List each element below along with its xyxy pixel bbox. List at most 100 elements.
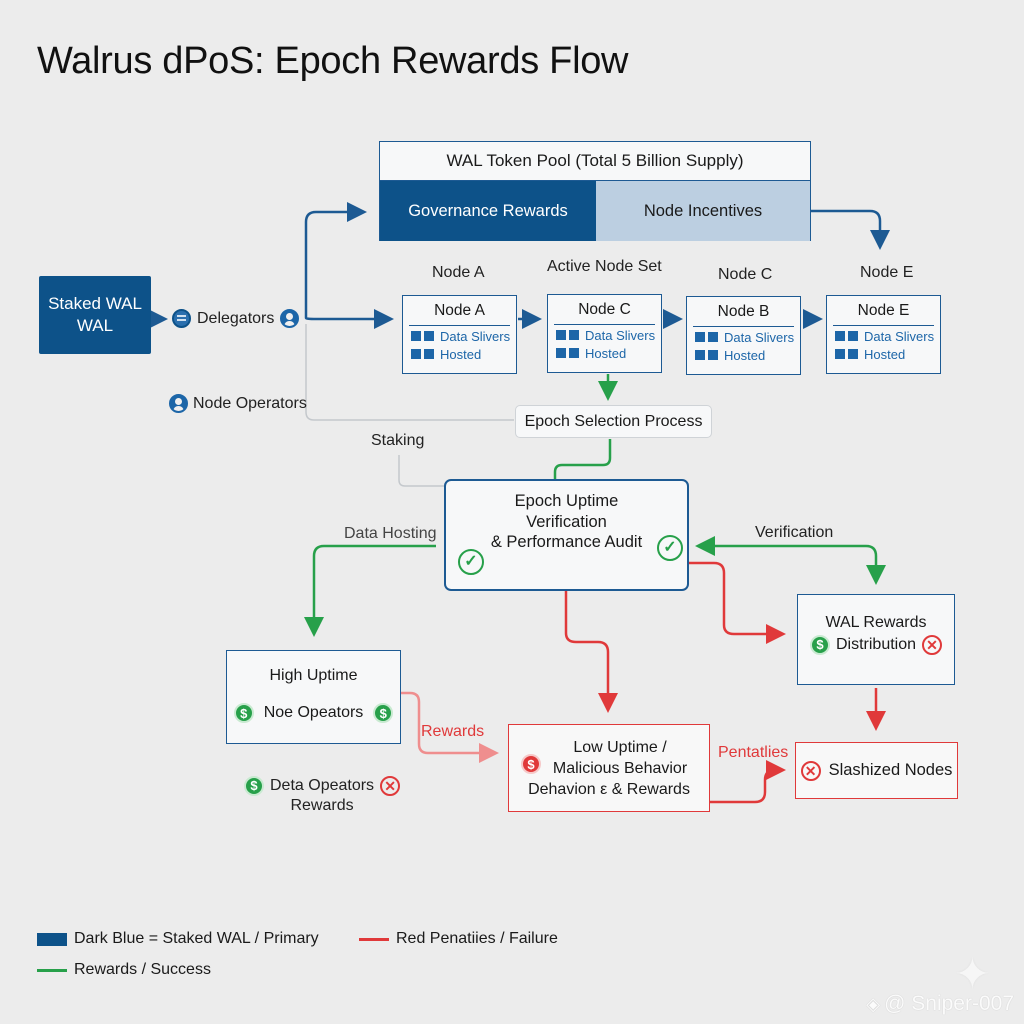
high-uptime-sub: Noe Opeators xyxy=(263,704,364,721)
rewards-label: Rewards xyxy=(421,723,485,740)
sliver-icon xyxy=(556,330,566,340)
node-line2: Hosted xyxy=(864,346,906,362)
arrow-low-to-slashed xyxy=(710,760,786,804)
dollar-icon: $ xyxy=(244,776,264,796)
arrow-audit-to-low xyxy=(564,591,618,713)
node-card: Node B Data Slivers Hosted xyxy=(686,296,801,375)
wal-rewards-line2: Distribution xyxy=(835,636,917,653)
arrow-delegators-to-pool xyxy=(304,202,367,318)
legend-swatch-blue xyxy=(37,932,67,946)
check-icon: ✓ xyxy=(657,535,683,561)
low-uptime-line2: Malicious Behavior xyxy=(552,760,688,777)
dollar-icon: $ xyxy=(809,635,830,655)
high-uptime-box: High Uptime $ Noe Opeators $ xyxy=(226,650,401,744)
arrow-audit-to-wal xyxy=(689,561,786,644)
delegators-label: Delegators xyxy=(197,309,275,327)
high-uptime-title: High Uptime xyxy=(269,667,358,684)
node-card: Node A Data Slivers Hosted xyxy=(402,295,517,374)
staked-wal-line2: WAL xyxy=(76,316,114,335)
sparkle-icon: ✦ xyxy=(954,950,991,999)
audit-line1: Epoch Uptime xyxy=(514,492,619,510)
node-name: Node E xyxy=(833,296,934,326)
legend-swatch-green xyxy=(37,968,67,972)
data-hosting-label: Data Hosting xyxy=(344,525,437,542)
line-staking-to-audit xyxy=(398,455,444,487)
cross-icon: ✕ xyxy=(922,635,943,655)
node-line2: Hosted xyxy=(585,345,627,361)
dollar-icon: $ xyxy=(521,754,541,774)
legend-item-red: Red Penatiies / Failure xyxy=(359,930,558,948)
node-incentives: Node Incentives xyxy=(596,181,810,241)
staked-wal-line1: Staked WAL xyxy=(48,294,142,313)
audit-line2: Verification xyxy=(526,512,607,531)
node-operators-actor: Node Operators xyxy=(169,394,307,413)
epoch-audit-box: Epoch Uptime Verification & Performance … xyxy=(444,479,689,591)
sliver-icon xyxy=(569,348,579,358)
node-name: Node C xyxy=(554,295,655,325)
node-a-label: Node A xyxy=(432,264,485,281)
legend-blue-label: Dark Blue = Staked WAL / Primary xyxy=(74,930,319,947)
sliver-icon xyxy=(835,349,845,359)
node-name: Node A xyxy=(409,296,510,326)
sliver-icon xyxy=(569,330,579,340)
cross-icon: ✕ xyxy=(380,776,401,796)
dollar-icon: $ xyxy=(233,703,254,723)
penalties-label: Pentatlies xyxy=(718,744,789,761)
low-uptime-box: Low Uptime / Malicious Behavior Dehavion… xyxy=(508,724,710,812)
user-icon xyxy=(169,394,188,413)
sliver-icon xyxy=(424,349,434,359)
verification-label: Verification xyxy=(755,524,834,541)
low-uptime-line3: Dehavion ε & Rewards xyxy=(528,781,690,798)
wal-rewards-line1: WAL Rewards xyxy=(825,614,927,631)
arrow-verification-to-wal xyxy=(865,544,886,585)
arrow-incentives-to-node-e xyxy=(811,209,890,250)
sliver-icon xyxy=(835,331,845,341)
audit-line3: & Performance Audit xyxy=(490,533,643,551)
node-card: Node E Data Slivers Hosted xyxy=(826,295,941,374)
watermark: ◈ @ Sniper-007 xyxy=(866,992,1014,1016)
sliver-icon xyxy=(411,331,421,341)
user-icon xyxy=(280,309,300,328)
slashed-nodes-label: Slashized Nodes xyxy=(828,761,953,779)
page-title: Walrus dPoS: Epoch Rewards Flow xyxy=(37,40,629,82)
node-line2: Hosted xyxy=(724,347,766,363)
sliver-icon xyxy=(708,350,718,360)
node-operators-label: Node Operators xyxy=(193,394,307,412)
wal-rewards-distribution: WAL Rewards $ Distribution ✕ xyxy=(797,594,955,685)
node-line1: Data Slivers xyxy=(864,328,935,344)
node-line1: Data Slivers xyxy=(585,327,656,343)
data-operators-line1: Deta Opeators xyxy=(270,777,375,794)
node-e-label: Node E xyxy=(860,264,914,281)
node-line2: Hosted xyxy=(440,346,482,362)
legend-red-label: Red Penatiies / Failure xyxy=(396,930,558,947)
node-name: Node B xyxy=(693,297,794,327)
legend-swatch-red xyxy=(359,937,389,941)
cross-icon: ✕ xyxy=(800,760,821,781)
staked-wal-box: Staked WAL WAL xyxy=(39,276,151,354)
line-selection-to-audit xyxy=(553,439,612,479)
watermark-text: @ Sniper-007 xyxy=(884,992,1014,1015)
sliver-icon xyxy=(708,332,718,342)
low-uptime-line1: Low Uptime / xyxy=(573,739,667,756)
sliver-icon xyxy=(424,331,434,341)
node-line1: Data Slivers xyxy=(724,329,795,345)
legend-green-label: Rewards / Success xyxy=(74,961,211,978)
sliver-icon xyxy=(695,332,705,342)
active-node-set-label: Active Node Set xyxy=(547,258,662,275)
node-card: Node C Data Slivers Hosted xyxy=(547,294,662,373)
wal-token-pool: WAL Token Pool (Total 5 Billion Supply) … xyxy=(379,141,811,241)
data-operators-line2: Rewards xyxy=(290,797,354,814)
node-c-label: Node C xyxy=(718,266,773,283)
coin-icon xyxy=(172,309,191,328)
legend-item-blue: Dark Blue = Staked WAL / Primary xyxy=(37,930,319,948)
arrow-data-hosting xyxy=(304,544,436,637)
token-pool-header: WAL Token Pool (Total 5 Billion Supply) xyxy=(380,142,810,181)
sliver-icon xyxy=(848,349,858,359)
check-icon: ✓ xyxy=(458,549,484,575)
sliver-icon xyxy=(556,348,566,358)
epoch-selection-process: Epoch Selection Process xyxy=(515,405,712,438)
sliver-icon xyxy=(411,349,421,359)
node-line1: Data Slivers xyxy=(440,328,511,344)
governance-rewards: Governance Rewards xyxy=(380,181,596,241)
dollar-icon: $ xyxy=(373,703,394,723)
